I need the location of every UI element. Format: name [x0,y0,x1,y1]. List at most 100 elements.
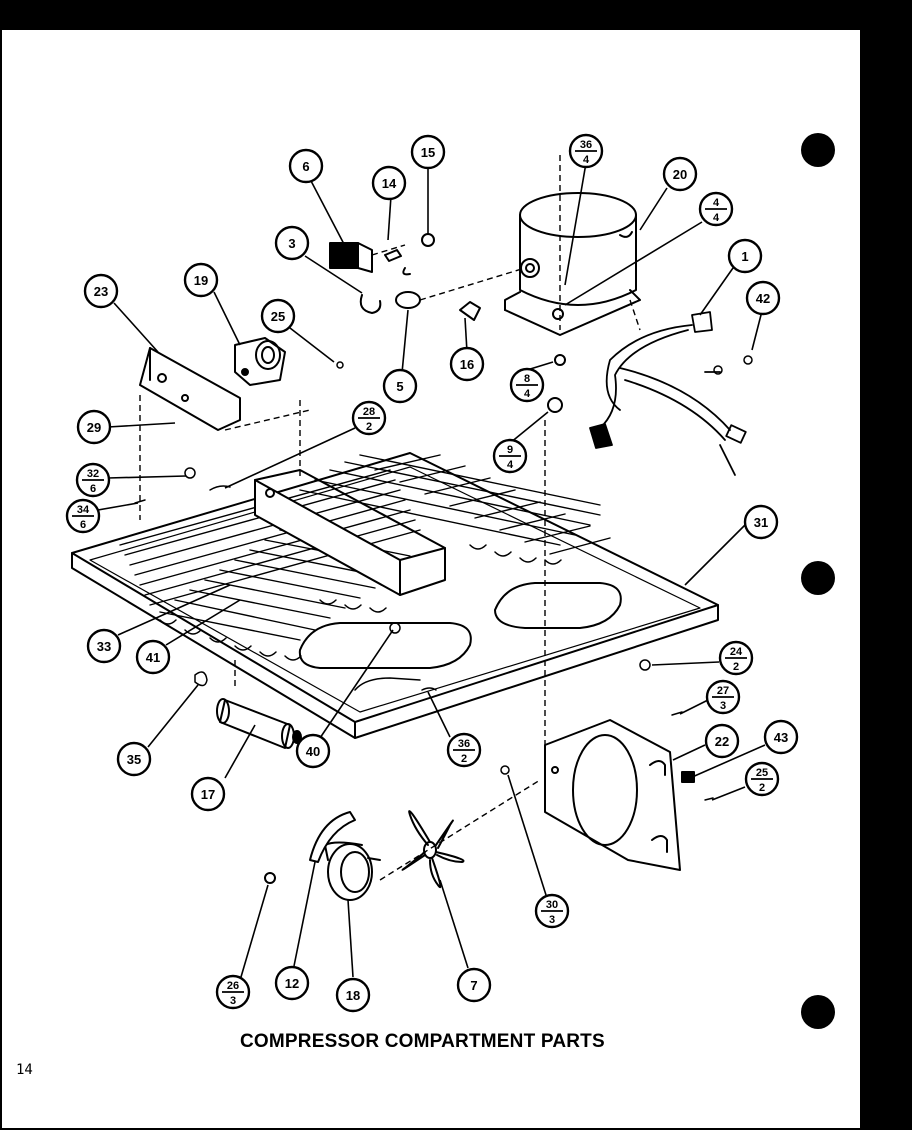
callout-16: 16 [449,346,485,382]
binder-hole-top [801,133,835,167]
callout-circle [335,977,371,1013]
callout-part-number: 27 [717,685,729,697]
leader-lines [97,162,766,978]
callout-quantity: 4 [524,388,531,400]
callout-34-6: 346 [65,498,101,534]
base-pan [71,452,719,739]
callout-29: 29 [76,409,112,445]
callout-circle [662,156,698,192]
callout-part-number: 29 [87,420,101,435]
callout-quantity: 3 [549,914,555,926]
callout-5: 5 [382,368,418,404]
callout-quantity: 4 [507,459,514,471]
callout-circle [76,409,112,445]
callout-quantity: 2 [366,421,372,433]
callout-part-number: 15 [421,145,435,160]
callout-42: 42 [745,280,781,316]
callout-part-number: 25 [271,309,285,324]
coil-tube-loops [159,544,562,661]
callout-24-2: 242 [718,640,754,676]
callout-4-4: 44 [698,191,734,227]
callout-part-number: 12 [285,976,299,991]
callout-23: 23 [83,273,119,309]
callout-part-number: 25 [756,767,768,779]
callout-19: 19 [183,262,219,298]
compressor [504,192,641,336]
callout-part-number: 14 [382,176,397,191]
callout-33: 33 [86,628,122,664]
fan-shroud-bracket [544,719,695,871]
callout-25: 25 [260,298,296,334]
callout-20: 20 [662,156,698,192]
callout-circle [745,280,781,316]
callout-part-number: 17 [201,787,215,802]
callout-part-number: 31 [754,515,768,530]
defrost-timer [234,337,286,386]
callout-circle [456,967,492,1003]
callout-circle [382,368,418,404]
callout-quantity: 3 [230,995,236,1007]
callout-36-2: 362 [446,732,482,768]
callout-part-number: 19 [194,273,208,288]
callout-part-number: 35 [127,752,141,767]
callout-circle [743,504,779,540]
binder-hole-middle [801,561,835,595]
callout-30-3: 303 [534,893,570,929]
callout-43: 43 [763,719,799,755]
callout-32-6: 326 [75,462,111,498]
wiring-harness [589,311,747,476]
callout-part-number: 22 [715,734,729,749]
callout-circle [116,741,152,777]
callout-part-number: 4 [713,197,720,209]
callout-part-number: 1 [741,249,748,264]
callout-quantity: 2 [759,782,765,794]
callout-1: 1 [727,238,763,274]
callout-circle [274,225,310,261]
callout-circle [183,262,219,298]
callout-quantity: 4 [583,154,590,166]
misc-hardware [134,355,753,801]
callout-25-2: 252 [744,761,780,797]
page-number: 14 [16,1062,33,1078]
callout-6: 6 [288,148,324,184]
callout-12: 12 [274,965,310,1001]
callout-circle [274,965,310,1001]
condenser-coil-right [299,454,611,555]
callout-circle [135,639,171,675]
callout-8-4: 84 [509,367,545,403]
callout-part-number: 40 [306,744,320,759]
callout-27-3: 273 [705,679,741,715]
callout-circle [449,346,485,382]
callout-quantity: 6 [80,519,86,531]
callout-quantity: 6 [90,483,96,495]
callout-26-3: 263 [215,974,251,1010]
callout-17: 17 [190,776,226,812]
callout-circle [371,165,407,201]
relay-overload-assembly [329,233,566,413]
callout-circle [727,238,763,274]
parts-artwork [71,192,753,901]
callout-part-number: 30 [546,899,558,911]
callout-part-number: 3 [288,236,295,251]
callout-22: 22 [704,723,740,759]
callout-part-number: 8 [524,373,530,385]
callout-circle [295,733,331,769]
callout-7: 7 [456,967,492,1003]
callout-part-number: 24 [730,646,743,658]
control-bracket [139,347,241,431]
drain-tube [194,671,302,749]
air-baffle [254,469,446,596]
callout-part-number: 33 [97,639,111,654]
callout-part-number: 18 [346,988,360,1003]
callout-circle [704,723,740,759]
callout-quantity: 3 [720,700,726,712]
binder-hole-bottom [801,995,835,1029]
callout-circle [288,148,324,184]
diagram-title: COMPRESSOR COMPARTMENT PARTS [240,1031,605,1052]
callout-circle [260,298,296,334]
callout-circle [410,134,446,170]
callout-part-number: 7 [470,978,477,993]
callout-3: 3 [274,225,310,261]
